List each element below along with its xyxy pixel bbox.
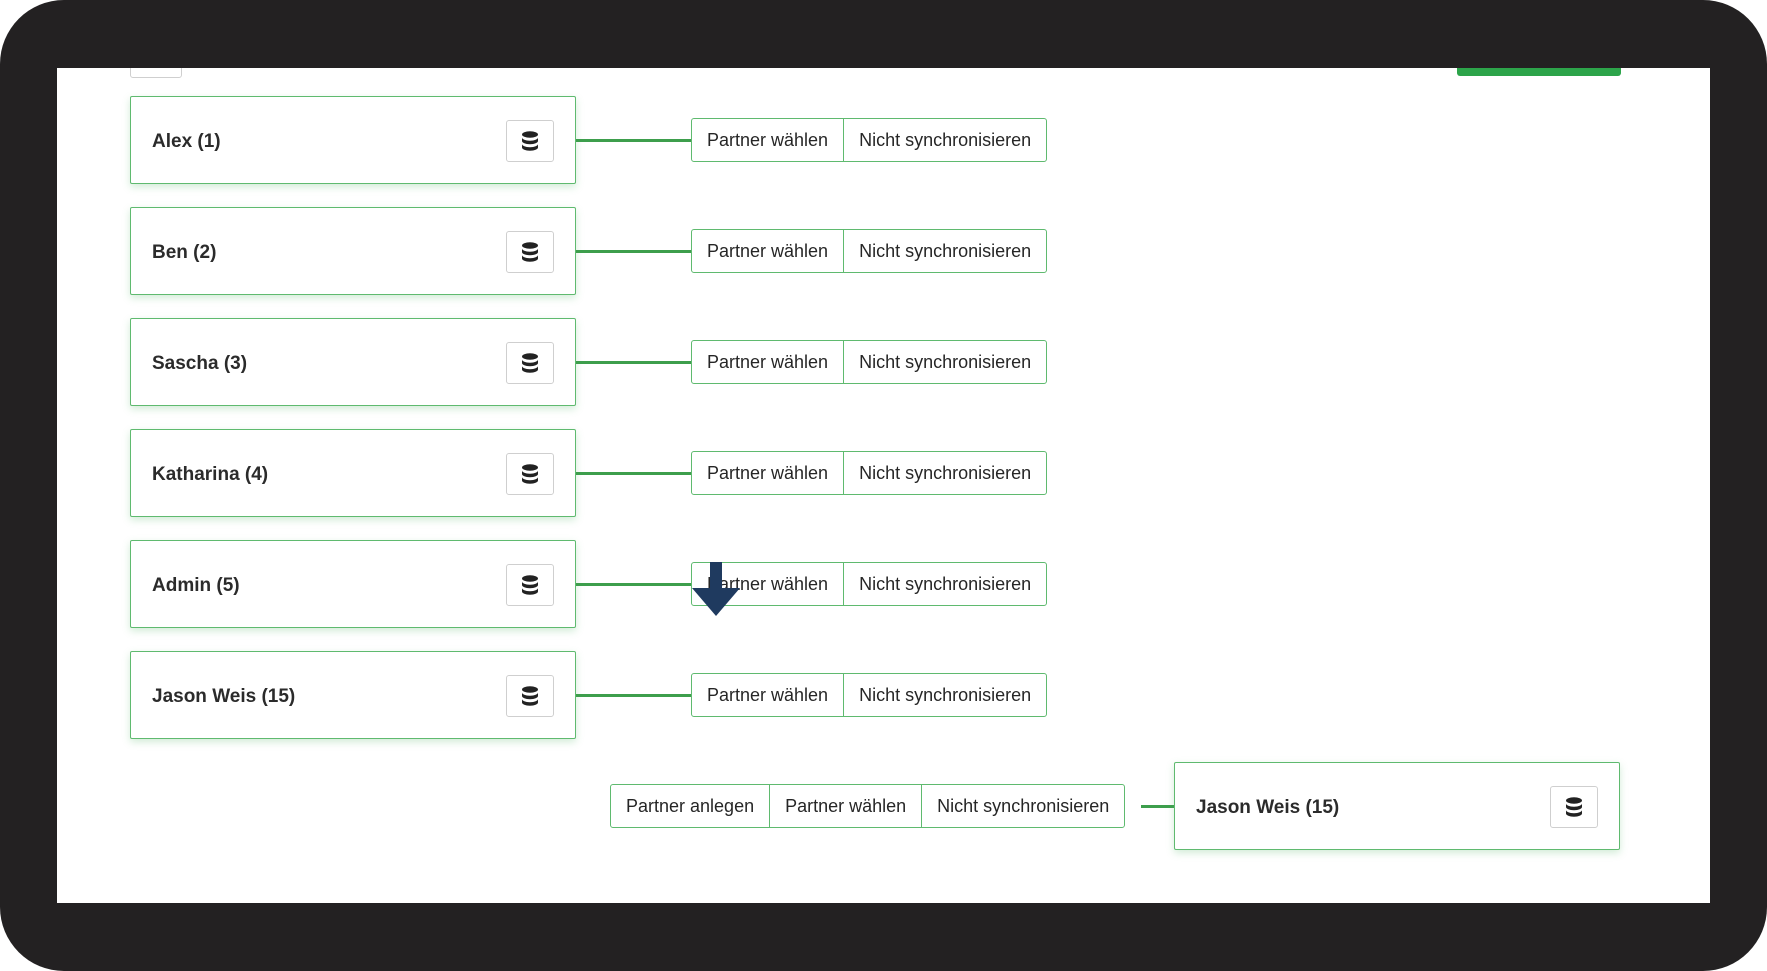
- database-icon: [522, 686, 538, 706]
- user-name: Admin (5): [152, 575, 240, 596]
- connector-line: [576, 361, 691, 364]
- user-name: Jason Weis (15): [1196, 797, 1340, 818]
- partner-actions: Partner wählen Nicht synchronisieren: [691, 118, 1048, 162]
- user-card: Jason Weis (15): [130, 651, 576, 739]
- dont-sync-button[interactable]: Nicht synchronisieren: [843, 230, 1046, 272]
- dont-sync-button[interactable]: Nicht synchronisieren: [843, 452, 1046, 494]
- choose-partner-button[interactable]: Partner wählen: [707, 240, 829, 261]
- user-name: Katharina (4): [152, 464, 269, 485]
- database-icon: [522, 575, 538, 595]
- partner-actions: Partner wählen Nicht synchronisieren: [691, 562, 1048, 606]
- database-icon: [522, 242, 538, 262]
- connector-line: [576, 139, 691, 142]
- dont-sync-button[interactable]: Nicht synchronisieren: [921, 785, 1124, 827]
- partner-actions: Partner wählen Nicht synchronisieren: [691, 340, 1048, 384]
- database-icon: [1566, 797, 1582, 817]
- user-card: Admin (5): [130, 540, 576, 628]
- database-button[interactable]: [506, 453, 554, 495]
- connector-line: [576, 250, 691, 253]
- choose-partner-button[interactable]: Partner wählen: [707, 684, 829, 705]
- choose-partner-button[interactable]: Partner wählen: [769, 785, 921, 827]
- database-icon: [522, 131, 538, 151]
- arrow-down-icon: [692, 562, 740, 616]
- app-screen: Alex (1) Partner wählen Nicht synchronis…: [57, 68, 1710, 903]
- database-button[interactable]: [506, 120, 554, 162]
- user-card: Ben (2): [130, 207, 576, 295]
- database-button[interactable]: [506, 231, 554, 273]
- database-button[interactable]: [506, 564, 554, 606]
- user-card: Sascha (3): [130, 318, 576, 406]
- remote-user-card: Jason Weis (15): [1174, 762, 1620, 850]
- connector-line: [1141, 805, 1177, 808]
- partially-visible-control[interactable]: [130, 68, 182, 78]
- partner-actions: Partner wählen Nicht synchronisieren: [691, 673, 1048, 717]
- user-name: Ben (2): [152, 242, 217, 263]
- connector-line: [576, 694, 691, 697]
- partner-actions: Partner wählen Nicht synchronisieren: [691, 451, 1048, 495]
- dont-sync-button[interactable]: Nicht synchronisieren: [843, 563, 1046, 605]
- choose-partner-button[interactable]: Partner wählen: [707, 129, 829, 150]
- connector-line: [576, 472, 691, 475]
- user-card: Katharina (4): [130, 429, 576, 517]
- database-button[interactable]: [1550, 786, 1598, 828]
- database-button[interactable]: [506, 342, 554, 384]
- database-icon: [522, 353, 538, 373]
- database-button[interactable]: [506, 675, 554, 717]
- user-name: Alex (1): [152, 131, 221, 152]
- user-name: Jason Weis (15): [152, 686, 296, 707]
- database-icon: [522, 464, 538, 484]
- partner-actions: Partner wählen Nicht synchronisieren: [691, 229, 1048, 273]
- choose-partner-button[interactable]: Partner wählen: [707, 351, 829, 372]
- user-name: Sascha (3): [152, 353, 248, 374]
- connector-line: [576, 583, 691, 586]
- remote-partner-actions: Partner anlegen Partner wählen Nicht syn…: [610, 784, 1126, 828]
- dont-sync-button[interactable]: Nicht synchronisieren: [843, 674, 1046, 716]
- user-card: Alex (1): [130, 96, 576, 184]
- partially-visible-primary-button[interactable]: [1457, 68, 1621, 76]
- create-partner-button[interactable]: Partner anlegen: [626, 795, 755, 816]
- choose-partner-button[interactable]: Partner wählen: [707, 462, 829, 483]
- dont-sync-button[interactable]: Nicht synchronisieren: [843, 119, 1046, 161]
- dont-sync-button[interactable]: Nicht synchronisieren: [843, 341, 1046, 383]
